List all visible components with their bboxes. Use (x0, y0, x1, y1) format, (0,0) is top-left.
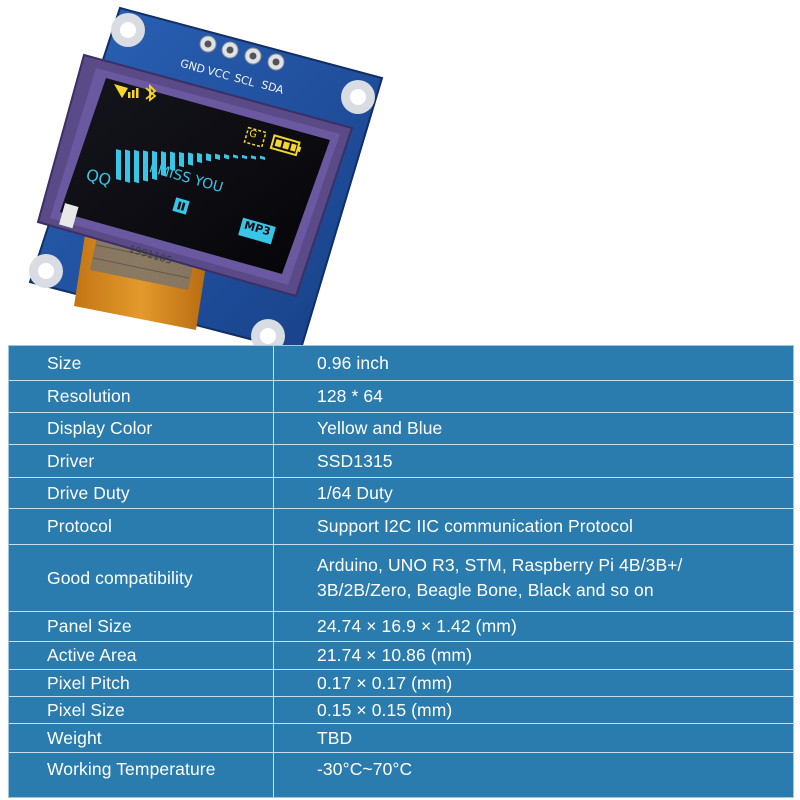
bluetooth-icon (145, 83, 157, 102)
battery-icon (269, 134, 302, 157)
spec-value: 0.15 × 0.15 (mm) (317, 699, 453, 720)
table-row: Active Area 21.74 × 10.86 (mm) (9, 641, 793, 669)
spec-value: 128 * 64 (317, 386, 383, 406)
equalizer-bars (116, 149, 265, 184)
signal-icon (114, 84, 139, 98)
table-row: Drive Duty 1/64 Duty (9, 477, 793, 508)
spec-value: SSD1315 (317, 450, 393, 471)
spec-label: Pixel Size (47, 699, 125, 720)
spec-value: -30°C~70°C (317, 758, 413, 779)
spec-value: Yellow and Blue (317, 418, 443, 438)
spec-label: Resolution (47, 386, 131, 406)
column-divider (273, 346, 274, 797)
table-row: Protocol Support I2C IIC communication Pr… (9, 508, 793, 544)
pause-icon (172, 197, 190, 215)
spec-label: Driver (47, 450, 95, 471)
table-row: Pixel Size 0.15 × 0.15 (mm) (9, 696, 793, 723)
product-image: GND VCC SCL SDA QQ I MISS YOU G MP3 1991… (0, 0, 800, 345)
spec-label: Display Color (47, 418, 153, 438)
table-row: Working Temperature -30°C~70°C (9, 752, 793, 785)
spec-label: Drive Duty (47, 482, 130, 503)
spec-value: 24.74 × 16.9 × 1.42 (mm) (317, 616, 517, 636)
g-icon (243, 126, 267, 148)
spec-label: Good compatibility (47, 567, 193, 588)
spec-label: Active Area (47, 645, 137, 665)
mounting-hole-icon (111, 13, 145, 47)
spec-label: Panel Size (47, 616, 132, 636)
pcb-side-label (59, 203, 79, 229)
table-row: Panel Size 24.74 × 16.9 × 1.42 (mm) (9, 611, 793, 641)
spec-label: Weight (47, 727, 102, 748)
mp3-badge (238, 217, 276, 245)
spec-value: Support I2C IIC communication Protocol (317, 516, 634, 536)
table-row: Driver SSD1315 (9, 444, 793, 477)
table-row: Display Color Yellow and Blue (9, 412, 793, 444)
spec-value: 0.96 inch (317, 352, 389, 373)
oled-module-illustration (28, 6, 384, 345)
mounting-hole-icon (341, 80, 375, 114)
spec-value: Arduino, UNO R3, STM, Raspberry Pi 4B/3B… (317, 555, 683, 600)
spec-value: TBD (317, 727, 353, 748)
mounting-hole-icon (251, 319, 285, 345)
spec-value: 0.17 × 0.17 (mm) (317, 672, 453, 693)
spec-label: Pixel Pitch (47, 672, 130, 693)
spec-label: Working Temperature (47, 758, 216, 779)
table-row: Resolution 128 * 64 (9, 380, 793, 412)
table-row: Size 0.96 inch (9, 346, 793, 380)
header-pins (199, 35, 285, 71)
spec-value: 21.74 × 10.86 (mm) (317, 645, 473, 665)
oled-graphics (114, 83, 302, 245)
spec-value: 1/64 Duty (317, 482, 393, 503)
table-row: Weight TBD (9, 723, 793, 752)
table-row: Good compatibility Arduino, UNO R3, STM, … (9, 544, 793, 611)
table-row: Pixel Pitch 0.17 × 0.17 (mm) (9, 669, 793, 696)
spec-label: Protocol (47, 516, 112, 536)
mounting-hole-icon (29, 254, 63, 288)
spec-label: Size (47, 352, 82, 373)
